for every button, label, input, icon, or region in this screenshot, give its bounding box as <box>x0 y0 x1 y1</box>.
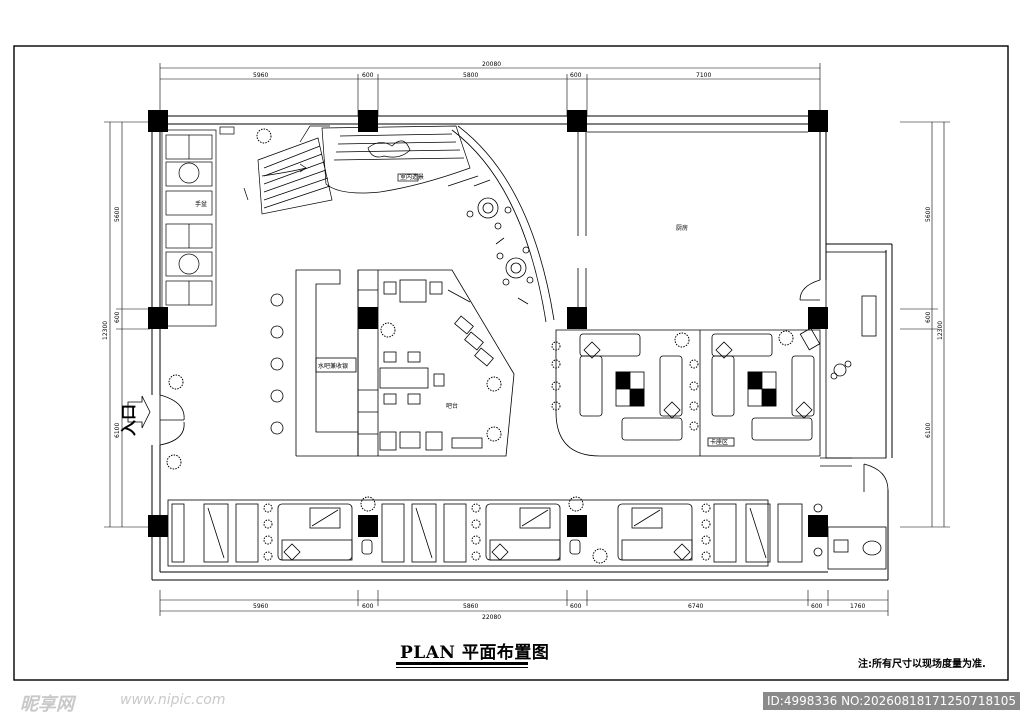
title-underline <box>396 662 528 665</box>
dimension-left <box>104 121 150 528</box>
dim-top-seg: 5800 <box>463 72 478 79</box>
watermark-id: ID:4998336 NO:20260818171250718105 <box>763 692 1021 710</box>
dim-top-seg: 5960 <box>253 72 268 79</box>
dim-right-seg: 6100 <box>925 423 932 438</box>
dim-bottom-seg: 600 <box>811 603 823 610</box>
label-indoor-landscape: 室内造景 <box>400 173 424 181</box>
dim-right-seg: 5600 <box>925 207 932 222</box>
structural-columns <box>148 110 828 537</box>
dim-left-seg: 5600 <box>114 207 121 222</box>
floor-plan-drawing: 20080 5960 600 5800 600 7100 5960 600 58… <box>13 45 1009 681</box>
drawing-note: 注:所有尺寸以现场度量为准. <box>858 659 986 670</box>
wash-cabinets <box>161 126 235 327</box>
dimension-bottom <box>159 590 889 616</box>
stair <box>243 125 333 215</box>
dim-left-seg: 600 <box>114 311 121 323</box>
dim-bottom-seg: 5860 <box>463 603 478 610</box>
dimension-right <box>900 121 950 528</box>
bar-counter <box>295 269 515 457</box>
dim-bottom-seg: 1760 <box>850 603 865 610</box>
dim-bottom-seg: 600 <box>362 603 374 610</box>
dimension-top <box>159 63 821 116</box>
dim-left-total: 12300 <box>102 321 109 340</box>
dim-bottom-seg: 5960 <box>253 603 268 610</box>
dim-top-seg: 600 <box>570 72 582 79</box>
label-wash: 手盆 <box>195 200 207 208</box>
watermark-logo: 昵享网 <box>20 694 74 715</box>
title-underline-thin <box>396 667 528 668</box>
dim-top-seg: 7100 <box>696 72 711 79</box>
dim-bottom-seg: 600 <box>570 603 582 610</box>
lounge-booths <box>555 327 821 457</box>
dim-top-seg: 600 <box>362 72 374 79</box>
exterior-walls <box>151 115 893 581</box>
dim-left-seg: 6100 <box>114 423 121 438</box>
sheet-border <box>13 45 1009 681</box>
entrance-door <box>127 394 185 446</box>
curved-wall <box>447 125 555 323</box>
label-lounge: 卡座区 <box>710 438 728 446</box>
dim-right-seg: 600 <box>925 311 932 323</box>
kitchen-walls <box>577 123 821 307</box>
label-entrance: 入口 <box>119 404 138 436</box>
drawing-title: PLAN 平面布置图 <box>400 643 550 663</box>
bottom-booths <box>167 499 803 567</box>
dim-bottom-seg: 6740 <box>688 603 703 610</box>
service-room <box>813 251 889 570</box>
label-bar: 水吧兼收银 <box>318 362 348 370</box>
dim-right-total: 12300 <box>937 321 944 340</box>
watermark-url: www.nipic.com <box>120 692 226 708</box>
bar-stools <box>270 293 284 435</box>
label-kitchen: 厨房 <box>676 224 688 232</box>
dim-top-total: 20080 <box>482 61 501 68</box>
plant-symbols <box>166 128 794 564</box>
dim-bottom-total: 22080 <box>482 614 501 621</box>
indoor-landscape <box>321 125 471 194</box>
label-counter: 吧台 <box>446 402 458 410</box>
